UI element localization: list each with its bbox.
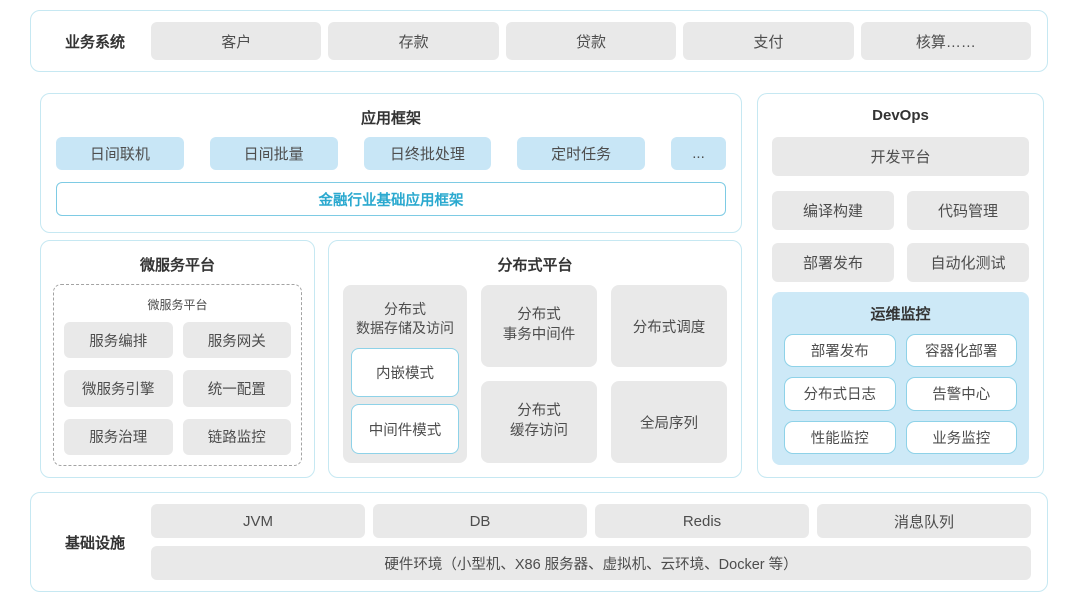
module-automated-testing: 自动化测试 [907, 243, 1029, 282]
microservice-inner-title: 微服务平台 [147, 298, 208, 312]
module-performance-monitoring: 性能监控 [784, 420, 896, 454]
module-loan: 贷款 [505, 22, 677, 60]
distributed-platform-title: 分布式平台 [497, 257, 573, 274]
module-message-queue: 消息队列 [817, 504, 1031, 538]
module-daytime-online: 日间联机 [56, 137, 184, 170]
module-alert-center: 告警中心 [905, 377, 1017, 411]
ops-monitor-box: 运维监控 部署发布 容器化部署 分布式日志 告警中心 性能监控 业务监控 [772, 292, 1029, 465]
ops-monitor-title: 运维监控 [870, 306, 931, 323]
module-global-sequence: 全局序列 [611, 381, 727, 463]
module-ops-deploy-release: 部署发布 [784, 334, 896, 368]
module-scheduled-tasks: 定时任务 [517, 137, 645, 170]
module-distributed-scheduling: 分布式调度 [611, 285, 727, 367]
module-build: 编译构建 [772, 191, 894, 230]
module-daytime-batch: 日间批量 [209, 137, 338, 170]
module-distributed-cache: 分布式 缓存访问 [481, 381, 597, 463]
middle-area: 应用框架 日间联机 日间批量 日终批处理 定时任务 ... 金融行业基础应用框架… [40, 93, 1044, 478]
app-framework-panel: 应用框架 日间联机 日间批量 日终批处理 定时任务 ... 金融行业基础应用框架 [40, 93, 742, 233]
module-deposit: 存款 [328, 22, 499, 60]
app-framework-modules-row: 日间联机 日间批量 日终批处理 定时任务 ... [56, 137, 726, 170]
business-systems-panel: 业务系统 客户 存款 贷款 支付 核算…… [30, 10, 1048, 72]
hardware-environment-bar: 硬件环境（小型机、X86 服务器、虚拟机、云环境、Docker 等） [151, 546, 1031, 580]
module-redis: Redis [595, 504, 809, 538]
microservice-platform-title: 微服务平台 [139, 257, 215, 274]
module-unified-config: 统一配置 [182, 370, 291, 407]
distributed-storage-box: 分布式 数据存储及访问 内嵌模式 中间件模式 [343, 285, 467, 463]
module-service-gateway: 服务网关 [182, 322, 291, 359]
microservice-platform-panel: 微服务平台 微服务平台 服务编排 服务网关 微服务引擎 统一配置 服务治理 链路… [40, 240, 315, 478]
module-customer: 客户 [151, 22, 322, 60]
infrastructure-modules-row: JVM DB Redis 消息队列 [151, 504, 1031, 538]
module-more-ellipsis: ... [671, 137, 726, 170]
module-business-monitoring: 业务监控 [905, 420, 1017, 454]
module-distributed-transaction: 分布式 事务中间件 [481, 285, 597, 367]
module-trace-monitoring: 链路监控 [182, 418, 291, 455]
module-payment: 支付 [683, 22, 854, 60]
module-embedded-mode: 内嵌模式 [351, 347, 459, 398]
module-microservice-engine: 微服务引擎 [64, 370, 173, 407]
module-service-orchestration: 服务编排 [64, 322, 173, 359]
module-containerized-deployment: 容器化部署 [905, 334, 1017, 368]
platforms-row: 微服务平台 微服务平台 服务编排 服务网关 微服务引擎 统一配置 服务治理 链路… [40, 240, 742, 478]
distributed-platform-panel: 分布式平台 分布式 数据存储及访问 内嵌模式 中间件模式 分布式 事务中间件 分… [328, 240, 742, 478]
microservice-modules-grid: 服务编排 服务网关 微服务引擎 统一配置 服务治理 链路监控 [64, 322, 291, 455]
module-eod-batch: 日终批处理 [363, 137, 492, 170]
infrastructure-content: JVM DB Redis 消息队列 硬件环境（小型机、X86 服务器、虚拟机、云… [151, 504, 1031, 580]
left-column: 应用框架 日间联机 日间批量 日终批处理 定时任务 ... 金融行业基础应用框架… [40, 93, 742, 478]
devops-panel: DevOps 开发平台 编译构建 代码管理 部署发布 自动化测试 运维监控 部署… [757, 93, 1044, 478]
devops-modules-grid: 编译构建 代码管理 部署发布 自动化测试 [772, 191, 1029, 282]
ops-monitor-modules-grid: 部署发布 容器化部署 分布式日志 告警中心 性能监控 业务监控 [784, 334, 1017, 454]
business-systems-label: 业务系统 [64, 33, 125, 51]
module-service-governance: 服务治理 [64, 418, 173, 455]
module-dev-platform: 开发平台 [772, 137, 1029, 176]
app-framework-title: 应用框架 [360, 110, 421, 127]
module-db: DB [373, 504, 587, 538]
distributed-storage-label: 分布式 数据存储及访问 [356, 301, 454, 336]
module-jvm: JVM [151, 504, 365, 538]
microservice-inner-box: 微服务平台 服务编排 服务网关 微服务引擎 统一配置 服务治理 链路监控 [53, 284, 302, 466]
module-accounting-etc: 核算…… [860, 22, 1032, 60]
module-code-management: 代码管理 [907, 191, 1029, 230]
financial-base-framework-bar: 金融行业基础应用框架 [56, 182, 726, 216]
infrastructure-panel: 基础设施 JVM DB Redis 消息队列 硬件环境（小型机、X86 服务器、… [30, 492, 1048, 592]
module-distributed-logging: 分布式日志 [784, 377, 896, 411]
business-systems-row: 客户 存款 贷款 支付 核算…… [151, 22, 1032, 60]
infrastructure-label: 基础设施 [64, 534, 125, 552]
distributed-modules-grid: 分布式 数据存储及访问 内嵌模式 中间件模式 分布式 事务中间件 分布式调度 分… [343, 285, 727, 463]
module-middleware-mode: 中间件模式 [351, 404, 459, 454]
devops-title: DevOps [872, 107, 929, 124]
module-deploy-release: 部署发布 [772, 243, 894, 282]
